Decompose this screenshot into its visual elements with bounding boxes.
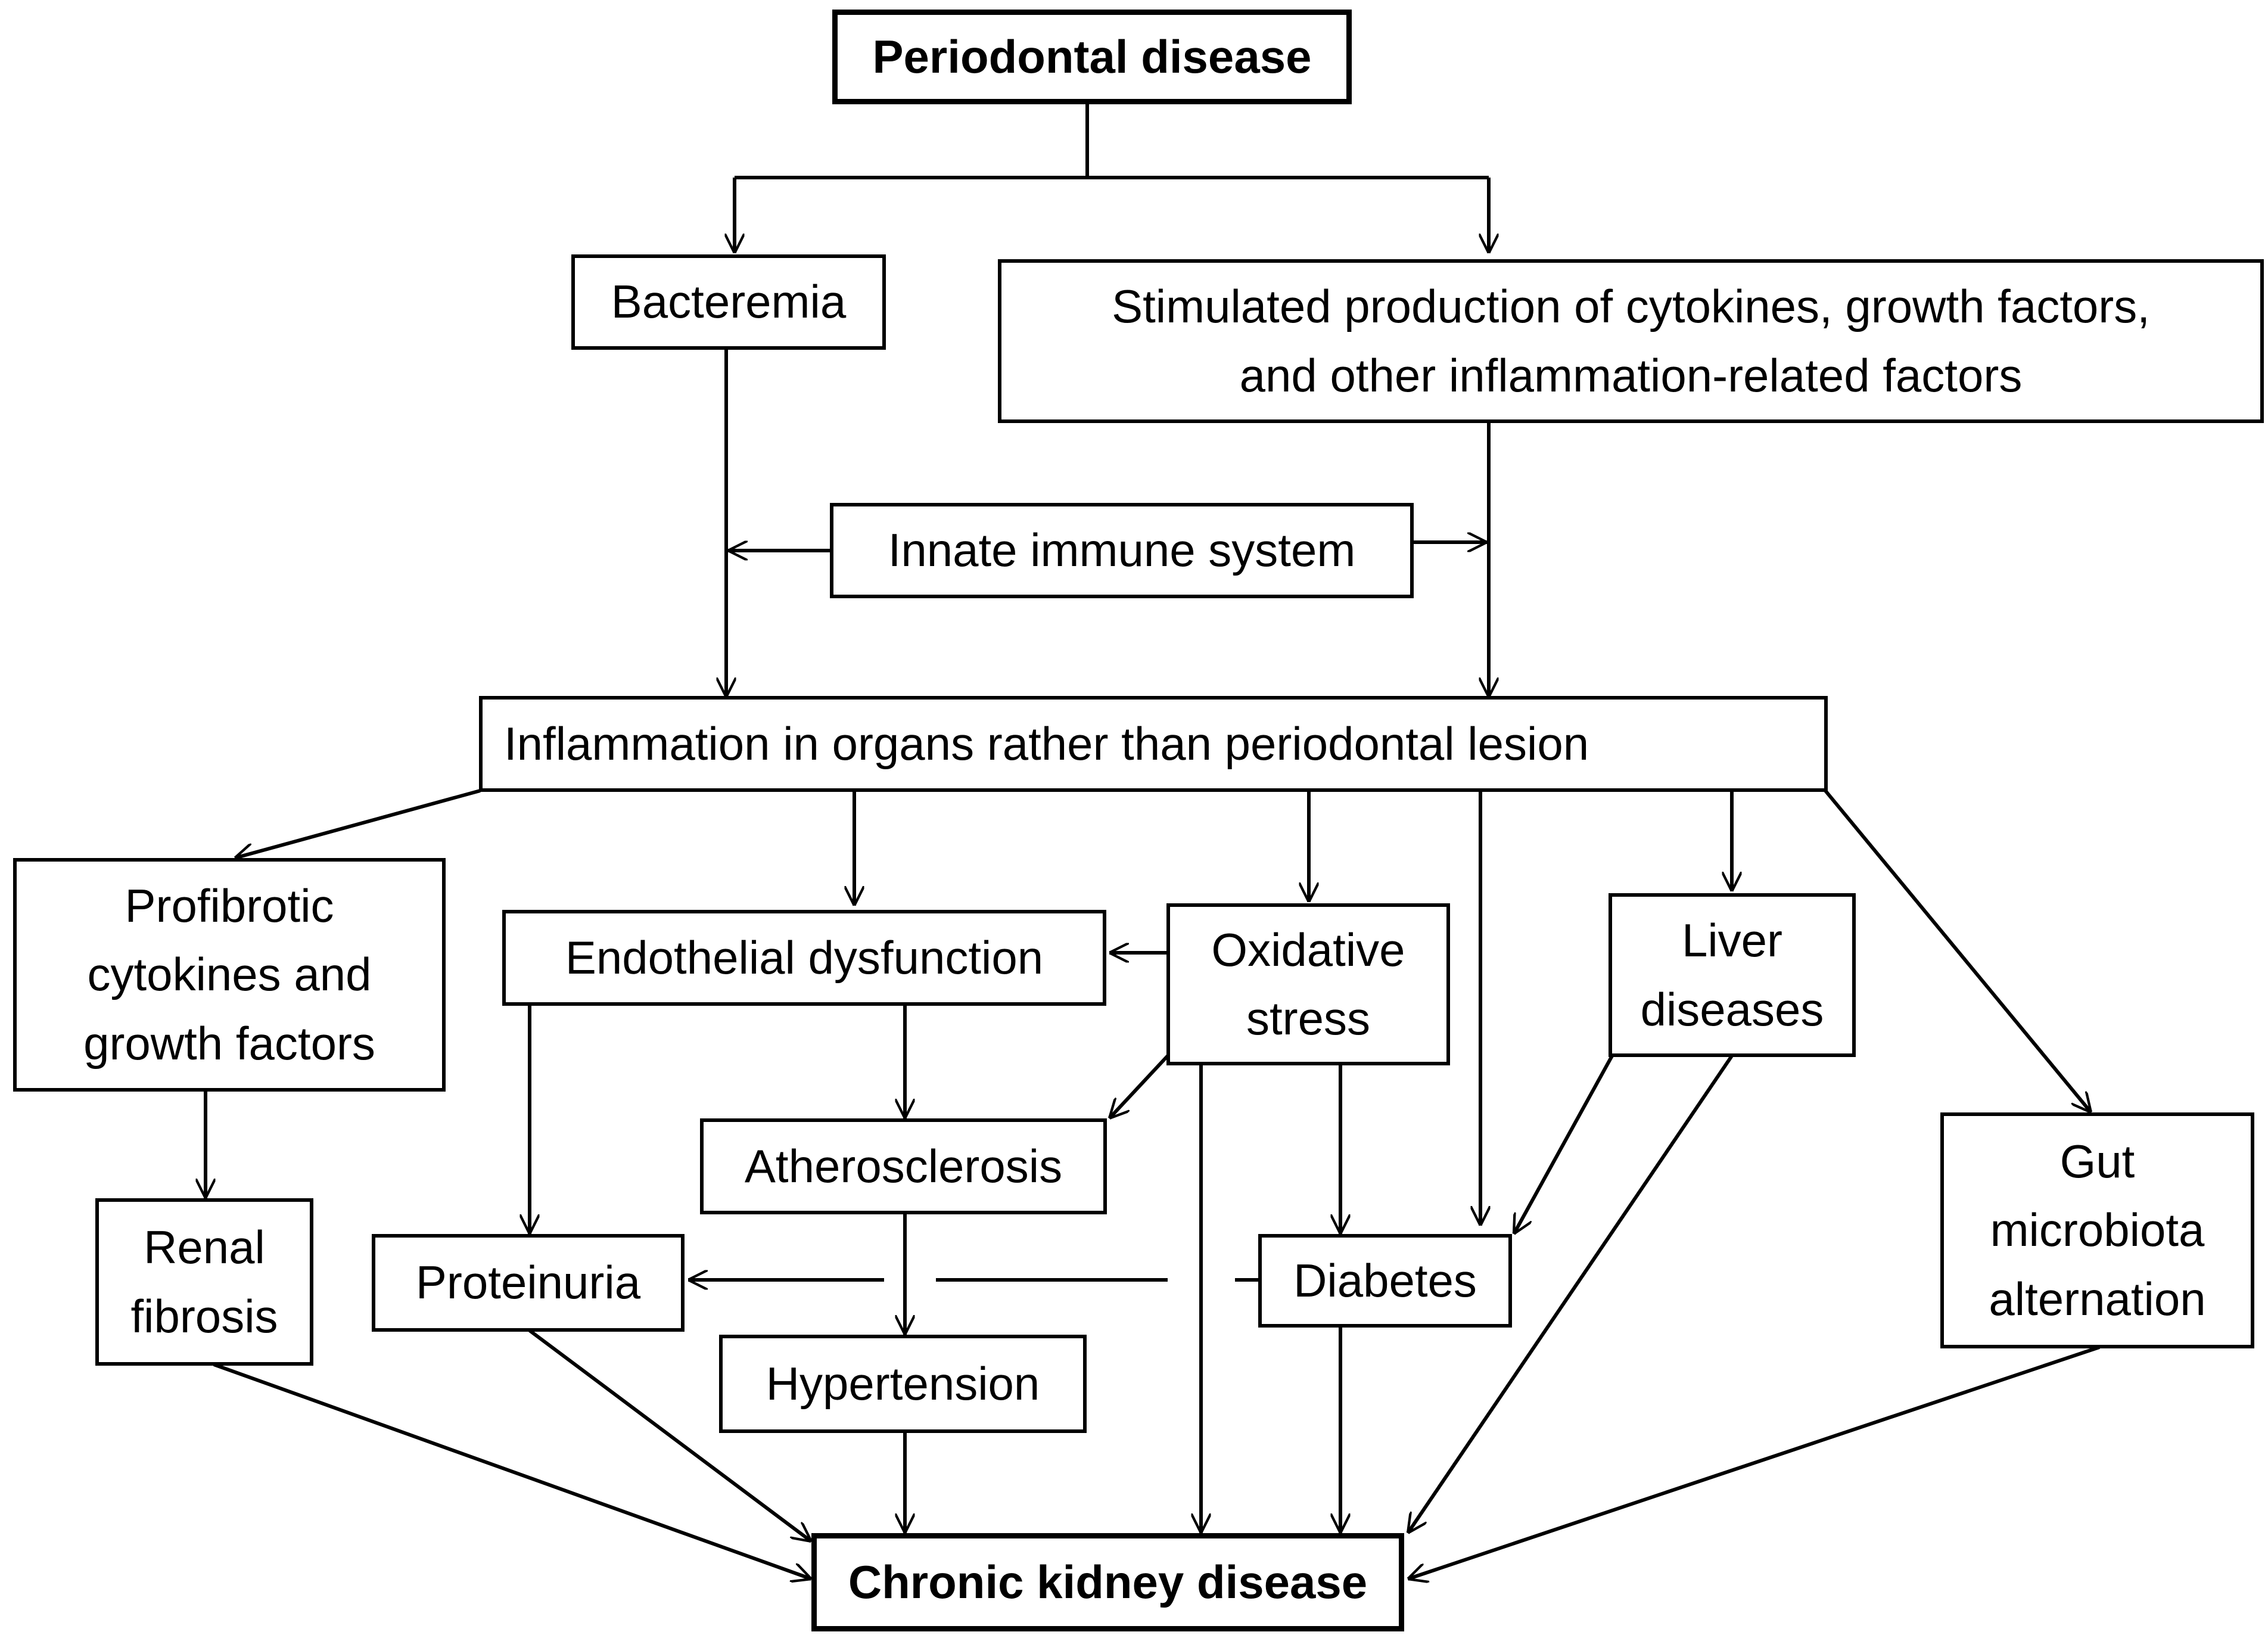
edge-inflammation-to-gut <box>1824 789 2091 1112</box>
node-inflammation-in-organs: Inflammation in organs rather than perio… <box>479 696 1828 792</box>
node-chronic-kidney-disease: Chronic kidney disease <box>811 1533 1404 1631</box>
node-bacteremia: Bacteremia <box>571 254 886 350</box>
node-oxidative-stress: Oxidative stress <box>1166 903 1450 1065</box>
edge-proteinuria-to-ckd <box>528 1329 811 1541</box>
edge-oxidative-to-atherosclerosis <box>1109 1054 1169 1118</box>
node-renal-fibrosis: Renal fibrosis <box>95 1198 313 1366</box>
node-endothelial-dysfunction: Endothelial dysfunction <box>502 910 1106 1006</box>
node-gut-microbiota-alternation: Gut microbiota alternation <box>1940 1112 2254 1348</box>
node-profibrotic-cytokines: Profibrotic cytokines and growth factors <box>13 858 446 1092</box>
node-hypertension: Hypertension <box>719 1335 1087 1433</box>
edge-liver-to-diabetes <box>1512 1055 1614 1234</box>
node-proteinuria: Proteinuria <box>372 1234 685 1332</box>
edge-liver-to-ckd <box>1408 1055 1734 1533</box>
edge-gut-to-ckd <box>1408 1345 2100 1579</box>
node-innate-immune-system: Innate immune system <box>830 503 1414 598</box>
node-atherosclerosis: Atherosclerosis <box>700 1118 1107 1214</box>
node-periodontal-disease: Periodontal disease <box>832 10 1352 104</box>
edge-renal-fibrosis-to-ckd <box>213 1363 811 1579</box>
edge-inflammation-to-profibrotic <box>235 789 481 858</box>
node-diabetes: Diabetes <box>1258 1234 1512 1328</box>
node-liver-diseases: Liver diseases <box>1609 893 1856 1057</box>
node-stimulated-production: Stimulated production of cytokines, grow… <box>998 259 2264 423</box>
